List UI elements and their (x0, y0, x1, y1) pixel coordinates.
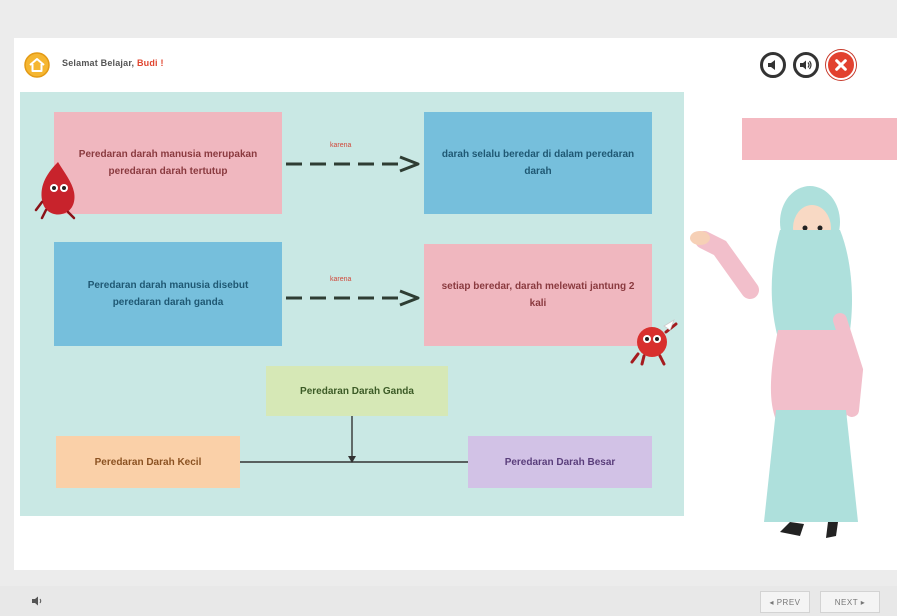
student-name: Budi ! (136, 58, 164, 68)
next-button[interactable]: NEXT ▸ (820, 591, 880, 613)
close-icon (835, 59, 847, 71)
home-icon (24, 52, 50, 78)
red-blood-cell-mascot-icon (34, 162, 76, 220)
voice-button[interactable] (793, 52, 819, 78)
greeting-label: Selamat Belajar, (62, 58, 135, 68)
connector-label: karena (330, 142, 352, 149)
connector-label: karena (330, 276, 352, 283)
dashed-arrow-icon (286, 155, 420, 173)
home-button[interactable] (24, 52, 50, 78)
close-button[interactable] (826, 50, 856, 80)
reason-double-circulation: setiap beredar, darah melewati jantung 2… (424, 244, 652, 346)
speech-label-box (742, 118, 897, 160)
tree-connector-lines (240, 416, 470, 463)
tree-leaf-systemic-circulation: Peredaran Darah Besar (468, 436, 652, 488)
top-strip (0, 0, 897, 36)
concept-double-circulation: Peredaran darah manusia disebut peredara… (54, 242, 282, 346)
sound-button[interactable] (760, 52, 786, 78)
bottom-bar (0, 586, 897, 616)
blood-cell-mascot-icon (630, 319, 678, 366)
teacher-character-icon (690, 186, 864, 538)
reason-closed-circulation: darah selalu beredar di dalam peredaran … (424, 112, 652, 214)
tree-leaf-pulmonary-circulation: Peredaran Darah Kecil (56, 436, 240, 488)
tree-root-double-circulation: Peredaran Darah Ganda (266, 366, 448, 416)
speaker-icon (768, 60, 775, 70)
audio-toggle-icon[interactable] (30, 595, 44, 607)
voice-icon (800, 60, 812, 70)
prev-button[interactable]: ◂ PREV (760, 591, 810, 613)
dashed-arrow-icon (286, 289, 420, 307)
greeting-text: Selamat Belajar, Budi ! (62, 58, 164, 68)
concept-closed-circulation: Peredaran darah manusia merupakan pereda… (54, 112, 282, 214)
